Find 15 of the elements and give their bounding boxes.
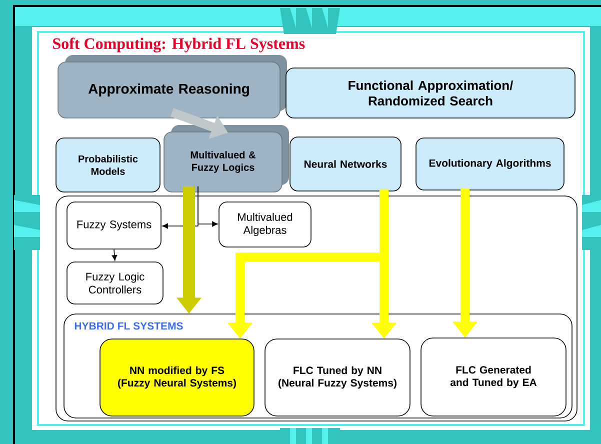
rounded-box: Multivalued Algebras xyxy=(218,202,312,248)
block-box: Probabilistic Models xyxy=(56,138,160,192)
rounded-box: FLC Tuned by NN (Neural Fuzzy Systems) xyxy=(264,338,410,416)
block-box: Functional Approximation/ Randomized Search xyxy=(286,68,576,118)
block-box: Approximate Reasoning xyxy=(58,55,287,118)
block-box: Multivalued & Fuzzy Logics xyxy=(164,125,289,192)
rounded-box: NN modified by FS (Fuzzy Neural Systems) xyxy=(100,338,254,416)
arrow xyxy=(112,249,118,261)
title: Soft Computing: Hybrid FL Systems xyxy=(53,38,305,52)
rounded-box: Fuzzy Logic Controllers xyxy=(66,262,164,304)
rounded-box: FLC Generated and Tuned by EA xyxy=(420,338,566,416)
rounded-box: Fuzzy Systems xyxy=(66,202,162,250)
block-box: Evolutionary Algorithms xyxy=(416,138,564,190)
arrow xyxy=(198,186,218,227)
block-box: Neural Networks xyxy=(290,136,402,192)
